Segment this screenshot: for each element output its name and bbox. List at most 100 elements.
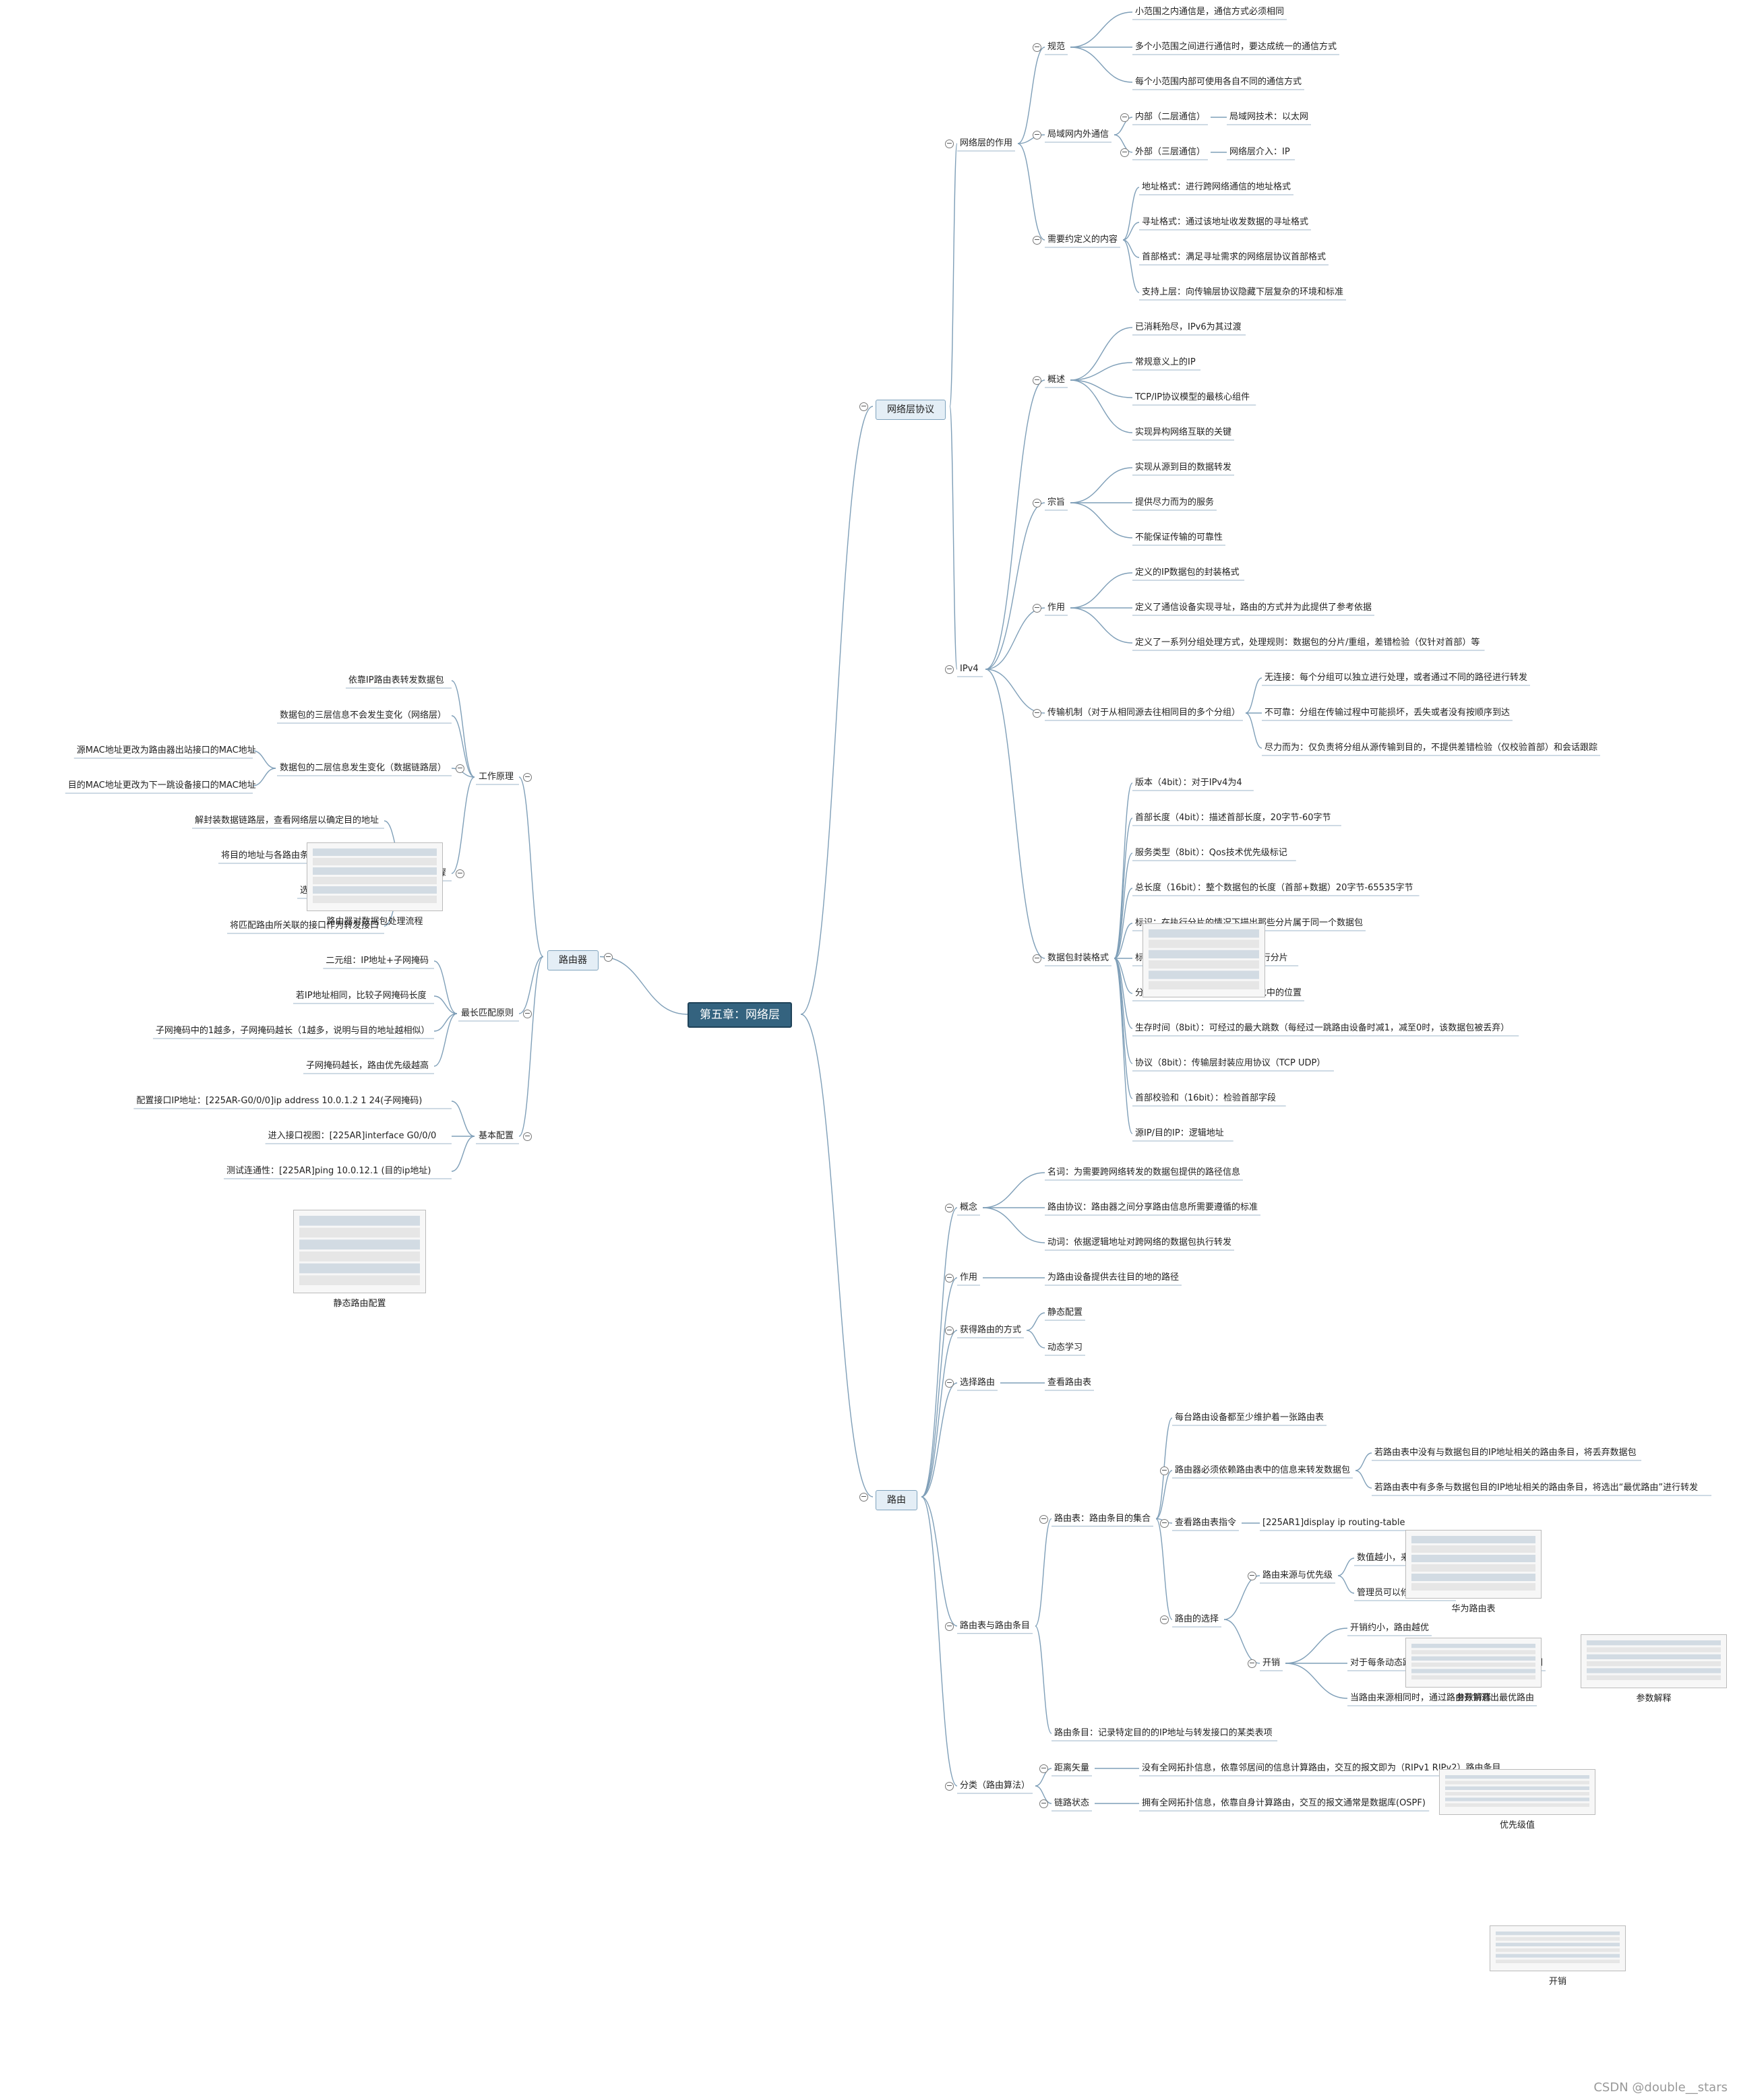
topic-node[interactable]: 每个小范围内部可使用各自不同的通信方式 [1135, 77, 1302, 87]
topic-node[interactable]: 开销约小，路由越优 [1350, 1623, 1430, 1633]
topic-node[interactable]: 多个小范围之间进行通信时，要达成统一的通信方式 [1135, 42, 1337, 52]
topic-node[interactable]: 子网掩码中的1越多，子网掩码越长（1越多，说明与目的地址越相似） [155, 1026, 430, 1036]
collapse-toggle-icon[interactable]: − [1039, 1764, 1048, 1773]
collapse-toggle-icon[interactable]: − [945, 1378, 954, 1388]
topic-node[interactable]: 二元组：IP地址+子网掩码 [326, 956, 429, 966]
topic-node[interactable]: 需要约定义的内容 [1047, 235, 1118, 245]
topic-node[interactable]: 解封装数据链路层，查看网络层以确定目的地址 [195, 815, 379, 826]
root-topic[interactable]: 第五章：网络层 [688, 1002, 792, 1028]
topic-node[interactable]: 距离矢量 [1054, 1763, 1090, 1773]
collapse-toggle-icon[interactable]: − [1033, 235, 1041, 245]
topic-node[interactable]: 当路由来源相同时，通过路由开销选出最优路由 [1350, 1693, 1535, 1703]
collapse-toggle-icon[interactable]: − [945, 1781, 954, 1791]
topic-node[interactable]: 最长匹配原则 [461, 1008, 514, 1018]
topic-node[interactable]: 选择路由 [960, 1378, 996, 1388]
topic-node[interactable]: 将匹配路由所关联的接口作为转发接口 [230, 921, 379, 931]
topic-node[interactable]: 提供尽力而为的服务 [1135, 497, 1215, 507]
collapse-toggle-icon[interactable]: − [1120, 113, 1129, 122]
topic-node[interactable]: 每台路由设备都至少维护着一张路由表 [1175, 1413, 1324, 1423]
topic-node[interactable]: 定义了一系列分组处理方式，处理规则：数据包的分片/重组，差错检验（仅针对首部）等 [1135, 638, 1480, 648]
topic-node[interactable]: 路由来源与优先级 [1262, 1570, 1333, 1580]
collapse-toggle-icon[interactable]: − [945, 139, 954, 148]
collapse-toggle-icon[interactable]: − [859, 402, 868, 411]
topic-node[interactable]: 概述 [1047, 375, 1066, 385]
topic-node[interactable]: 地址格式：进行跨网络通信的地址格式 [1142, 182, 1291, 192]
topic-node[interactable]: IPv4 [960, 664, 979, 674]
topic-node[interactable]: 动态学习 [1047, 1342, 1083, 1353]
topic-node[interactable]: 数据包的二层信息发生变化（数据链路层） [280, 763, 447, 773]
topic-node[interactable]: 拥有全网拓扑信息，依靠自身计算路由，交互的报文通常是数据库(OSPF) [1142, 1798, 1426, 1808]
topic-node[interactable]: 若IP地址相同，比较子网掩码长度 [295, 991, 427, 1001]
topic-node[interactable]: 定义了通信设备实现寻址，路由的方式并为此提供了参考依据 [1135, 603, 1372, 613]
collapse-toggle-icon[interactable]: − [945, 1273, 954, 1283]
collapse-toggle-icon[interactable]: − [523, 1009, 532, 1018]
topic-node[interactable]: 名词：为需要跨网络转发的数据包提供的路径信息 [1047, 1167, 1241, 1177]
topic-node[interactable]: 测试连通性：[225AR]ping 10.0.12.1 (目的ip地址) [226, 1166, 431, 1176]
topic-node[interactable]: 链路状态 [1054, 1798, 1090, 1808]
topic-node[interactable]: 开销 [1262, 1658, 1281, 1668]
topic-node[interactable]: 路由条目：记录特定目的的IP地址与转发接口的某类表项 [1054, 1728, 1273, 1738]
topic-node[interactable]: 不能保证传输的可靠性 [1135, 532, 1223, 543]
topic-node[interactable]: 定义的IP数据包的封装格式 [1135, 567, 1240, 578]
collapse-toggle-icon[interactable]: − [945, 1203, 954, 1212]
topic-node[interactable]: 进入接口视图：[225AR]interface G0/0/0 [268, 1131, 437, 1141]
topic-node[interactable]: 路由表：路由条目的集合 [1054, 1513, 1151, 1524]
collapse-toggle-icon[interactable]: − [1039, 1514, 1048, 1524]
topic-node[interactable]: 首部格式：满足寻址需求的网络层协议首部格式 [1142, 252, 1327, 262]
branch-node[interactable]: 路由 [876, 1490, 917, 1510]
topic-node[interactable]: 局域网内外通信 [1047, 129, 1109, 140]
topic-node[interactable]: 若路由表中没有与数据包目的IP地址相关的路由条目，将丢弃数据包 [1374, 1448, 1637, 1458]
topic-node[interactable]: 配置接口IP地址：[225AR-G0/0/0]ip address 10.0.1… [136, 1096, 423, 1106]
topic-node[interactable]: TCP/IP协议模型的最核心组件 [1135, 392, 1250, 402]
topic-node[interactable]: 依靠IP路由表转发数据包 [348, 675, 444, 685]
topic-node[interactable]: 无连接：每个分组可以独立进行处理，或者通过不同的路径进行转发 [1264, 673, 1528, 683]
topic-node[interactable]: 版本（4bit）：对于IPv4为4 [1135, 778, 1242, 788]
collapse-toggle-icon[interactable]: − [1033, 954, 1041, 963]
collapse-toggle-icon[interactable]: − [1033, 42, 1041, 52]
collapse-toggle-icon[interactable]: − [859, 1492, 868, 1502]
topic-node[interactable]: 路由器必须依赖路由表中的信息来转发数据包 [1175, 1465, 1351, 1475]
collapse-toggle-icon[interactable]: − [523, 1132, 532, 1141]
collapse-toggle-icon[interactable]: − [456, 764, 464, 773]
topic-node[interactable]: 源IP/目的IP：逻辑地址 [1135, 1128, 1224, 1138]
topic-node[interactable]: 若路由表中有多条与数据包目的IP地址相关的路由条目，将选出“最优路由”进行转发 [1374, 1483, 1699, 1493]
topic-node[interactable]: 数据包封装格式 [1047, 953, 1109, 963]
topic-node[interactable]: 首部校验和（16bit）：检验首部字段 [1135, 1093, 1277, 1103]
topic-node[interactable]: 静态配置 [1047, 1307, 1083, 1318]
collapse-toggle-icon[interactable]: − [945, 1326, 954, 1335]
collapse-toggle-icon[interactable]: − [1033, 130, 1041, 140]
topic-node[interactable]: 宗旨 [1047, 497, 1066, 507]
topic-node[interactable]: 规范 [1047, 42, 1066, 52]
collapse-toggle-icon[interactable]: − [1033, 603, 1041, 613]
topic-node[interactable]: 支持上层：向传输层协议隐藏下层复杂的环境和标准 [1142, 287, 1344, 297]
collapse-toggle-icon[interactable]: − [523, 772, 532, 782]
collapse-toggle-icon[interactable]: − [1039, 1799, 1048, 1808]
topic-node[interactable]: 首部长度（4bit）：描述首部长度，20字节-60字节 [1135, 813, 1331, 823]
collapse-toggle-icon[interactable]: − [1120, 148, 1129, 157]
topic-node[interactable]: 内部（二层通信） [1135, 112, 1206, 122]
collapse-toggle-icon[interactable]: − [604, 952, 613, 962]
topic-node[interactable]: 工作原理 [479, 772, 514, 782]
collapse-toggle-icon[interactable]: − [456, 869, 464, 878]
topic-node[interactable]: 传输机制（对于从相同源去往相同目的多个分组） [1047, 708, 1241, 718]
topic-node[interactable]: 协议（8bit）：传输层封装应用协议（TCP UDP） [1135, 1058, 1326, 1068]
topic-node[interactable]: 分类（路由算法） [960, 1781, 1031, 1791]
topic-node[interactable]: 局域网技术：以太网 [1229, 112, 1309, 122]
branch-node[interactable]: 网络层协议 [876, 400, 946, 420]
topic-node[interactable]: 实现异构网络互联的关键 [1135, 427, 1232, 437]
collapse-toggle-icon[interactable]: − [1160, 1466, 1169, 1475]
collapse-toggle-icon[interactable]: − [1160, 1615, 1169, 1624]
topic-node[interactable]: 没有全网拓扑信息，依靠邻居间的信息计算路由，交互的报文即为（RIPv1 RIPv… [1142, 1763, 1501, 1773]
topic-node[interactable]: 外部（三层通信） [1135, 147, 1206, 157]
collapse-toggle-icon[interactable]: − [1033, 498, 1041, 507]
topic-node[interactable]: 服务类型（8bit）：Qos技术优先级标记 [1135, 848, 1287, 858]
topic-node[interactable]: 小范围之内通信是，通信方式必须相同 [1135, 7, 1285, 17]
topic-node[interactable]: 生存时间（8bit）：可经过的最大跳数（每经过一跳路由设备时减1，减至0时，该数… [1135, 1023, 1510, 1033]
topic-node[interactable]: 已消耗殆尽，IPv6为其过渡 [1135, 322, 1242, 332]
topic-node[interactable]: 实现从源到目的数据转发 [1135, 462, 1232, 472]
topic-node[interactable]: 动词：依据逻辑地址对跨网络的数据包执行转发 [1047, 1237, 1232, 1247]
topic-node[interactable]: 路由协议：路由器之间分享路由信息所需要遵循的标准 [1047, 1202, 1258, 1212]
topic-node[interactable]: 网络层介入：IP [1229, 147, 1290, 157]
topic-node[interactable]: 子网掩码越长，路由优先级越高 [306, 1061, 429, 1071]
collapse-toggle-icon[interactable]: − [1248, 1659, 1256, 1668]
